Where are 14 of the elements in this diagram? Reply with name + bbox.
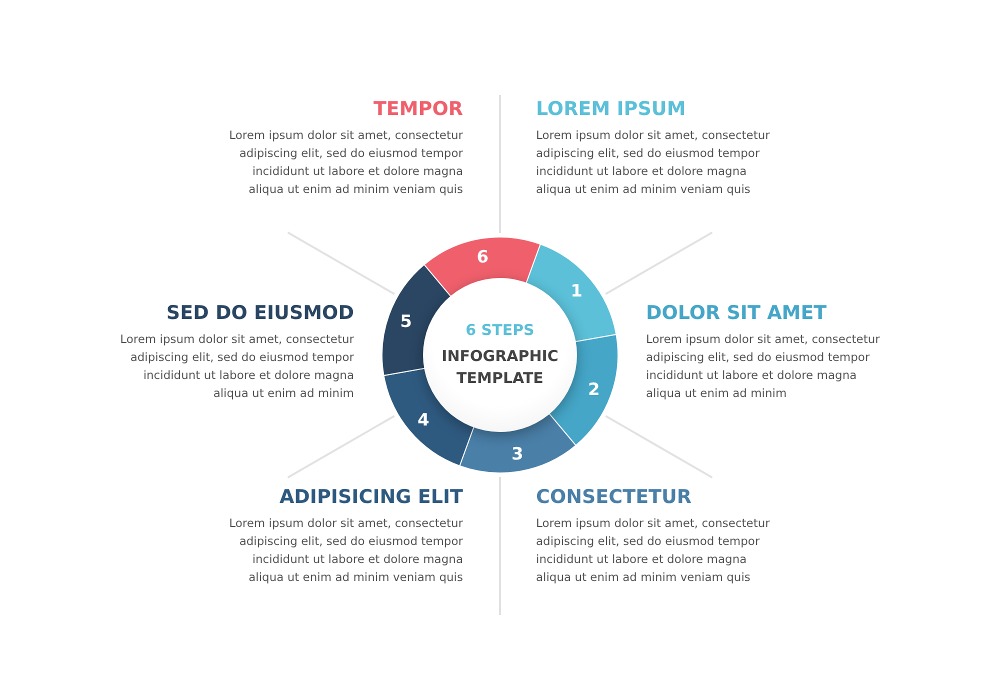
step-description: Lorem ipsum dolor sit amet, consectetur adipiscing elit, sed do eiusmod tempor incididunt ut labore et dolore magna aliqua ut enim ad minim	[119, 331, 354, 402]
step-heading: CONSECTETUR	[536, 486, 693, 508]
step-heading: TEMPOR	[372, 98, 463, 120]
step-heading: LOREM IPSUM	[536, 98, 687, 120]
step-heading: DOLOR SIT AMET	[646, 302, 828, 324]
ring-segment: 6	[424, 236, 541, 299]
step-description: Lorem ipsum dolor sit amet, consectetur adipiscing elit, sed do eiusmod tempor incididunt ut labore et dolore magna aliqua ut enim ad minim	[646, 331, 881, 402]
step-heading: ADIPISICING ELIT	[278, 486, 463, 508]
step-heading: SED DO EIUSMOD	[165, 302, 354, 324]
ring-segment: 3	[459, 411, 576, 474]
step-description: Lorem ipsum dolor sit amet, consectetur adipiscing elit, sed do eiusmod tempor incididunt ut labore et dolore magna aliqua ut enim ad minim veniam quis	[228, 127, 463, 198]
step-description: Lorem ipsum dolor sit amet, consectetur adipiscing elit, sed do eiusmod tempor incididunt ut labore et dolore magna aliqua ut enim ad minim veniam quis	[228, 515, 463, 586]
step-description: Lorem ipsum dolor sit amet, consectetur adipiscing elit, sed do eiusmod tempor incididunt ut labore et dolore magna aliqua ut enim ad minim veniam quis	[536, 515, 771, 586]
step-description: Lorem ipsum dolor sit amet, consectetur adipiscing elit, sed do eiusmod tempor incididunt ut labore et dolore magna aliqua ut enim ad minim veniam quis	[536, 127, 771, 198]
